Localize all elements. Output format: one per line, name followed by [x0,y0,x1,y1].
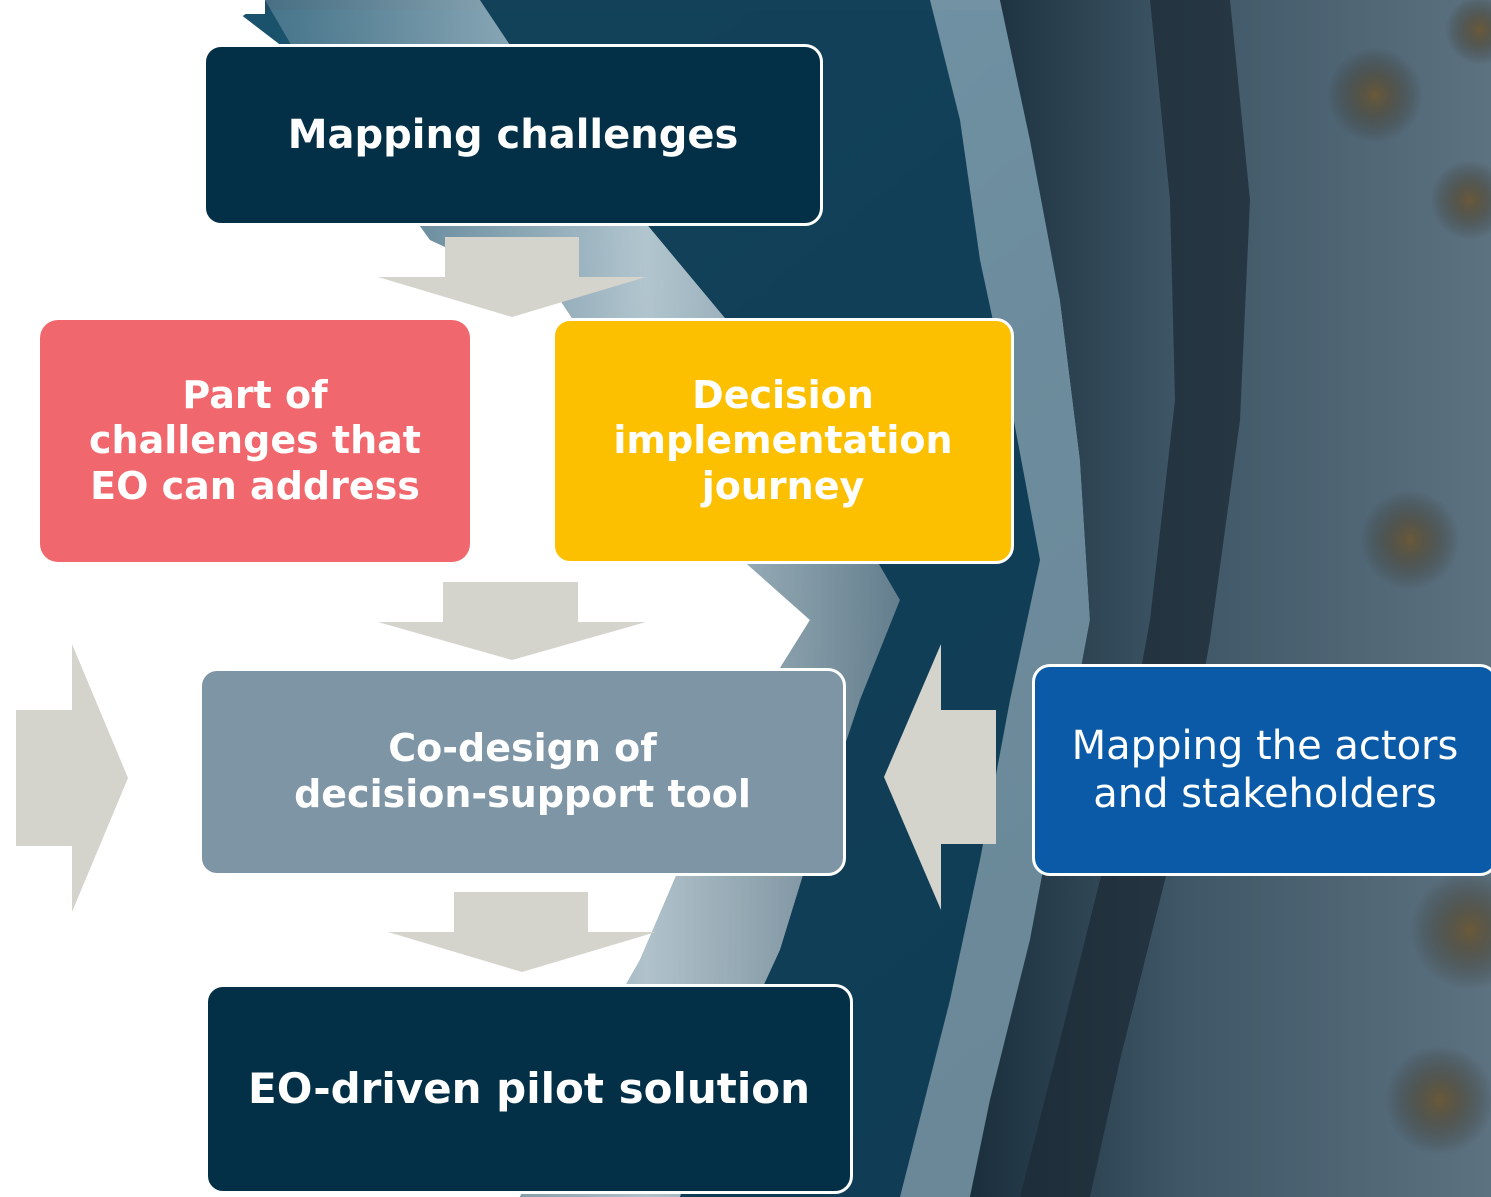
part-of-challenges-box: Part of challenges that EO can address [40,320,470,562]
arrow-down [378,237,646,317]
part-of-challenges-label: Part of challenges that EO can address [89,372,421,508]
arrow-down [388,892,656,972]
eo-pilot-solution-box: EO-driven pilot solution [205,984,853,1194]
mapping-challenges-box: Mapping challenges [203,44,823,226]
co-design-box: Co-design of decision-support tool [199,668,846,876]
decision-journey-box: Decision implementation journey [552,318,1014,564]
arrow-down [378,582,646,660]
co-design-label: Co-design of decision-support tool [294,726,751,816]
actors-stakeholders-label: Mapping the actors and stakeholders [1071,723,1459,817]
eo-pilot-solution-label: EO-driven pilot solution [248,1063,810,1113]
arrow-right [16,644,128,912]
arrow-left [884,644,996,910]
decision-journey-label: Decision implementation journey [613,372,953,508]
actors-stakeholders-box: Mapping the actors and stakeholders [1032,664,1491,876]
mapping-challenges-label: Mapping challenges [287,112,739,158]
